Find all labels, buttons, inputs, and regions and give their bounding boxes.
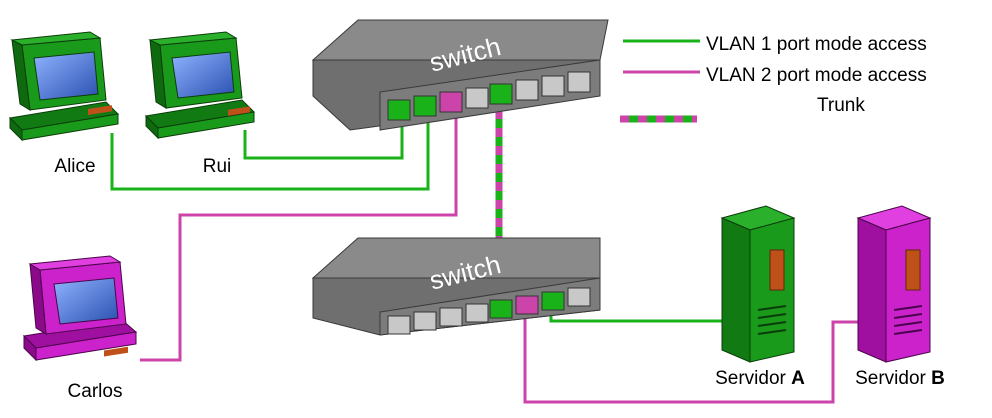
cable-carlos-vlan2 [140, 112, 458, 362]
host-label-alice: Alice [54, 156, 95, 177]
port-top-8 [567, 71, 591, 93]
server-b-label: Servidor B [855, 368, 945, 389]
server-a-label: Servidor A [715, 368, 805, 389]
computer-carlos-icon [22, 255, 138, 362]
port-top-3 [439, 91, 463, 113]
server-a-letter: A [791, 368, 805, 389]
port-bottom-5 [489, 299, 513, 319]
computer-rui-icon [144, 31, 256, 140]
server-a-prefix: Servidor [715, 368, 791, 389]
port-bottom-6 [515, 295, 539, 315]
port-bottom-1 [387, 315, 411, 335]
host-label-rui: Rui [203, 156, 232, 177]
legend: VLAN 1 port mode access VLAN 2 port mode… [620, 34, 927, 123]
legend-vlan2-label: VLAN 2 port mode access [706, 65, 927, 86]
legend-vlan1-label: VLAN 1 port mode access [706, 34, 927, 55]
server-b-letter: B [931, 368, 945, 389]
port-top-6 [515, 79, 539, 101]
switch-top: switch [311, 19, 609, 131]
port-bottom-2 [413, 311, 437, 331]
cable-alice-vlan1 [110, 112, 430, 191]
port-bottom-3 [439, 307, 463, 327]
host-label-carlos: Carlos [68, 381, 123, 402]
port-bottom-4 [465, 303, 489, 323]
server-b-icon [856, 205, 932, 363]
cable-servidor-b-vlan2 [523, 309, 858, 404]
cable-rui-vlan1 [243, 112, 404, 160]
switch-bottom: switch [311, 237, 601, 336]
port-bottom-7 [541, 291, 565, 311]
port-top-2 [413, 95, 437, 117]
port-bottom-8 [567, 287, 591, 307]
server-a-icon [720, 205, 796, 363]
port-top-4 [465, 87, 489, 109]
legend-trunk-label: Trunk [817, 95, 865, 116]
port-top-7 [541, 75, 565, 97]
port-top-5 [489, 83, 513, 105]
port-top-1 [387, 99, 411, 121]
server-b-prefix: Servidor [855, 368, 931, 389]
computer-alice-icon [8, 31, 120, 142]
